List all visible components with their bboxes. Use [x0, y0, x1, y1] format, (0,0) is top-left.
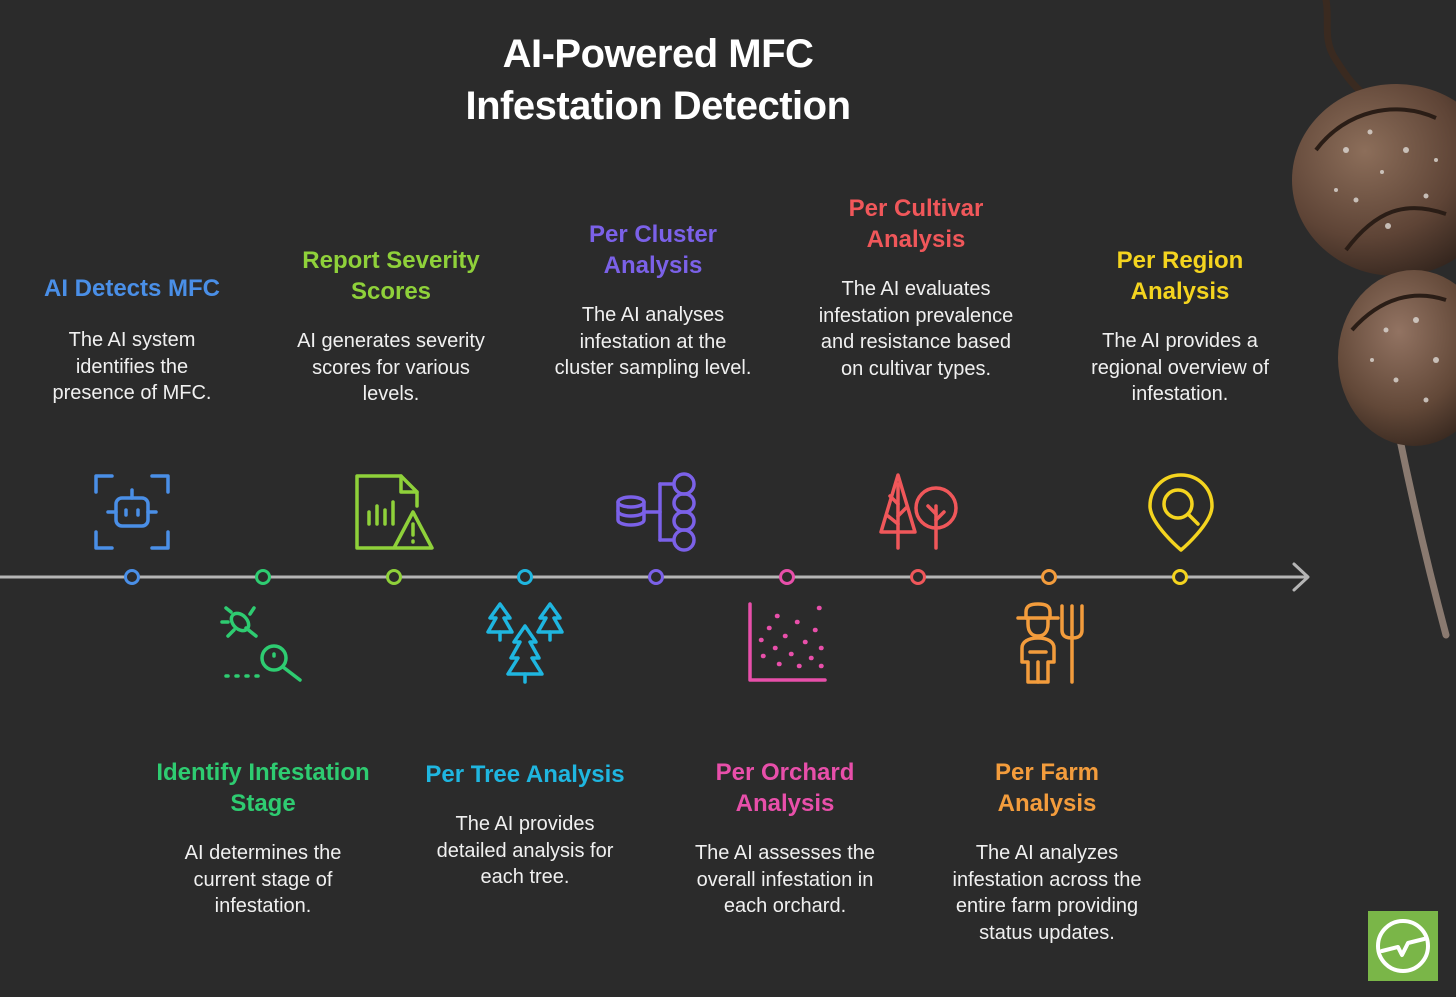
step-description: AI determines the current stage of infes… [184, 842, 342, 917]
step-heading: Identify Infestation Stage [156, 759, 370, 817]
farmer-pitchfork-icon [1016, 602, 1086, 684]
step-description: The AI analyses infestation at the clust… [554, 304, 752, 379]
step-heading: Per Orchard Analysis [715, 759, 855, 817]
timeline-node-5 [648, 569, 664, 585]
step-heading: Per Tree Analysis [425, 761, 625, 788]
step-per-tree-analysis: Per Tree Analysis The AI provides detail… [410, 759, 640, 891]
step-heading: Per Cultivar Analysis [848, 195, 984, 253]
timeline-node-4 [517, 569, 533, 585]
timeline-arrowhead [1292, 562, 1310, 592]
macadamia-nut-pods-decoration [1292, 0, 1456, 639]
step-description: AI generates severity scores for various… [297, 330, 485, 405]
cultivar-trees-icon [878, 472, 960, 552]
step-ai-detects-mfc: AI Detects MFC The AI system identifies … [32, 273, 232, 407]
step-description: The AI provides a regional overview of i… [1091, 330, 1269, 405]
title-line-2: Infestation Detection [465, 84, 851, 128]
step-identify-infestation-stage: Identify Infestation Stage AI determines… [153, 757, 373, 920]
timeline-node-8 [1041, 569, 1057, 585]
step-per-region-analysis: Per Region Analysis The AI provides a re… [1078, 245, 1282, 408]
bug-search-icon [220, 602, 304, 684]
step-heading: Per Region Analysis [1116, 247, 1244, 305]
step-description: The AI analyzes infestation across the e… [952, 842, 1142, 944]
map-pin-search-icon [1146, 472, 1216, 552]
timeline-node-3 [386, 569, 402, 585]
page-title: AI-Powered MFC Infestation Detection [0, 28, 1316, 132]
timeline-node-2 [255, 569, 271, 585]
timeline-node-7 [910, 569, 926, 585]
step-description: The AI provides detailed analysis for ea… [436, 813, 614, 888]
timeline-node-1 [124, 569, 140, 585]
step-description: The AI system identifies the presence of… [52, 329, 212, 404]
compass-logo-icon [1376, 919, 1430, 973]
step-description: The AI evaluates infestation prevalence … [818, 278, 1014, 380]
step-per-cultivar-analysis: Per Cultivar Analysis The AI evaluates i… [810, 193, 1022, 382]
step-heading: Per Cluster Analysis [588, 221, 718, 279]
trees-icon [486, 602, 566, 684]
database-cluster-icon [616, 472, 698, 552]
step-per-orchard-analysis: Per Orchard Analysis The AI assesses the… [680, 757, 890, 920]
step-heading: AI Detects MFC [43, 275, 221, 302]
timeline-node-9 [1172, 569, 1188, 585]
step-per-cluster-analysis: Per Cluster Analysis The AI analyses inf… [553, 219, 753, 382]
scatter-plot-icon [747, 602, 829, 684]
step-report-severity-scores: Report Severity Scores AI generates seve… [286, 245, 496, 408]
step-heading: Per Farm Analysis [994, 759, 1100, 817]
step-heading: Report Severity Scores [302, 247, 480, 305]
brand-logo [1368, 911, 1438, 981]
robot-scan-icon [92, 472, 172, 552]
timeline-node-6 [779, 569, 795, 585]
report-warning-icon [353, 472, 435, 552]
step-description: The AI assesses the overall infestation … [694, 842, 876, 917]
title-line-1: AI-Powered MFC [502, 32, 814, 76]
step-per-farm-analysis: Per Farm Analysis The AI analyzes infest… [947, 757, 1147, 946]
